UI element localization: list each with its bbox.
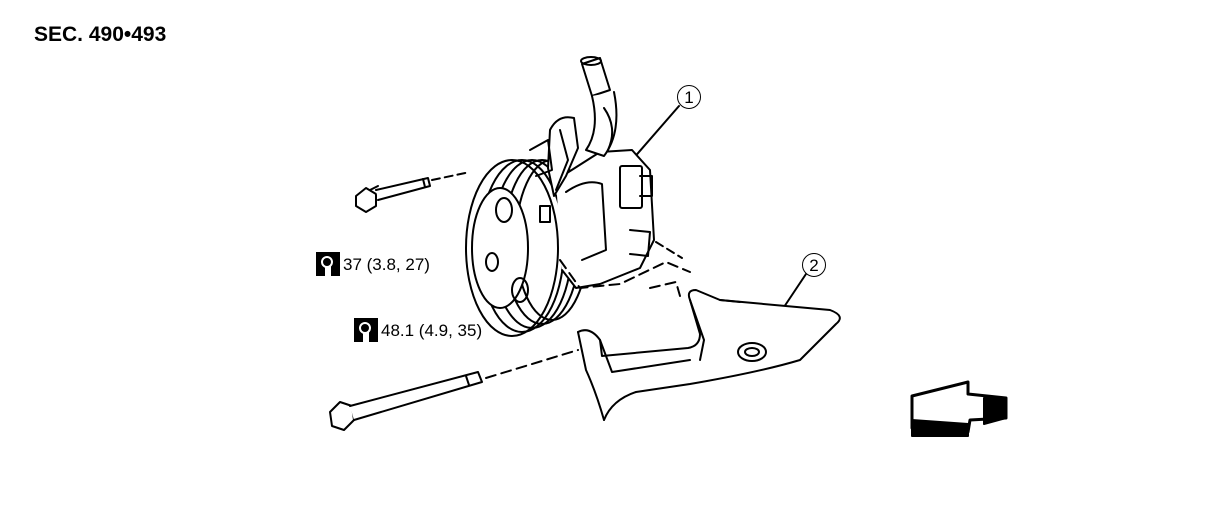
torque-spec-text: 48.1 (4.9, 35) xyxy=(381,320,483,340)
section-title: SEC. 490•493 xyxy=(34,23,167,46)
torque-wrench-icon xyxy=(316,252,340,276)
torque-spec-lower-bolt: 48.1 (4.9, 35) xyxy=(354,318,482,342)
callout-2-leader xyxy=(781,273,807,311)
upper-bolt xyxy=(355,171,471,213)
callout-1: 1 xyxy=(677,85,701,109)
callout-1-leader xyxy=(631,105,680,161)
lower-bolt xyxy=(329,349,579,431)
mounting-bracket xyxy=(577,281,841,421)
torque-spec-text: 37 (3.8, 27) xyxy=(343,254,430,274)
pump-body xyxy=(555,149,691,289)
pump-inlet-pipe xyxy=(580,56,618,157)
torque-wrench-icon xyxy=(354,318,378,342)
torque-spec-upper-bolt: 37 (3.8, 27) xyxy=(316,252,430,276)
callout-2: 2 xyxy=(802,253,826,277)
pump-upper-bracket xyxy=(529,116,579,223)
front-direction-arrow-icon xyxy=(910,380,1008,437)
pump-pulley xyxy=(465,159,589,337)
